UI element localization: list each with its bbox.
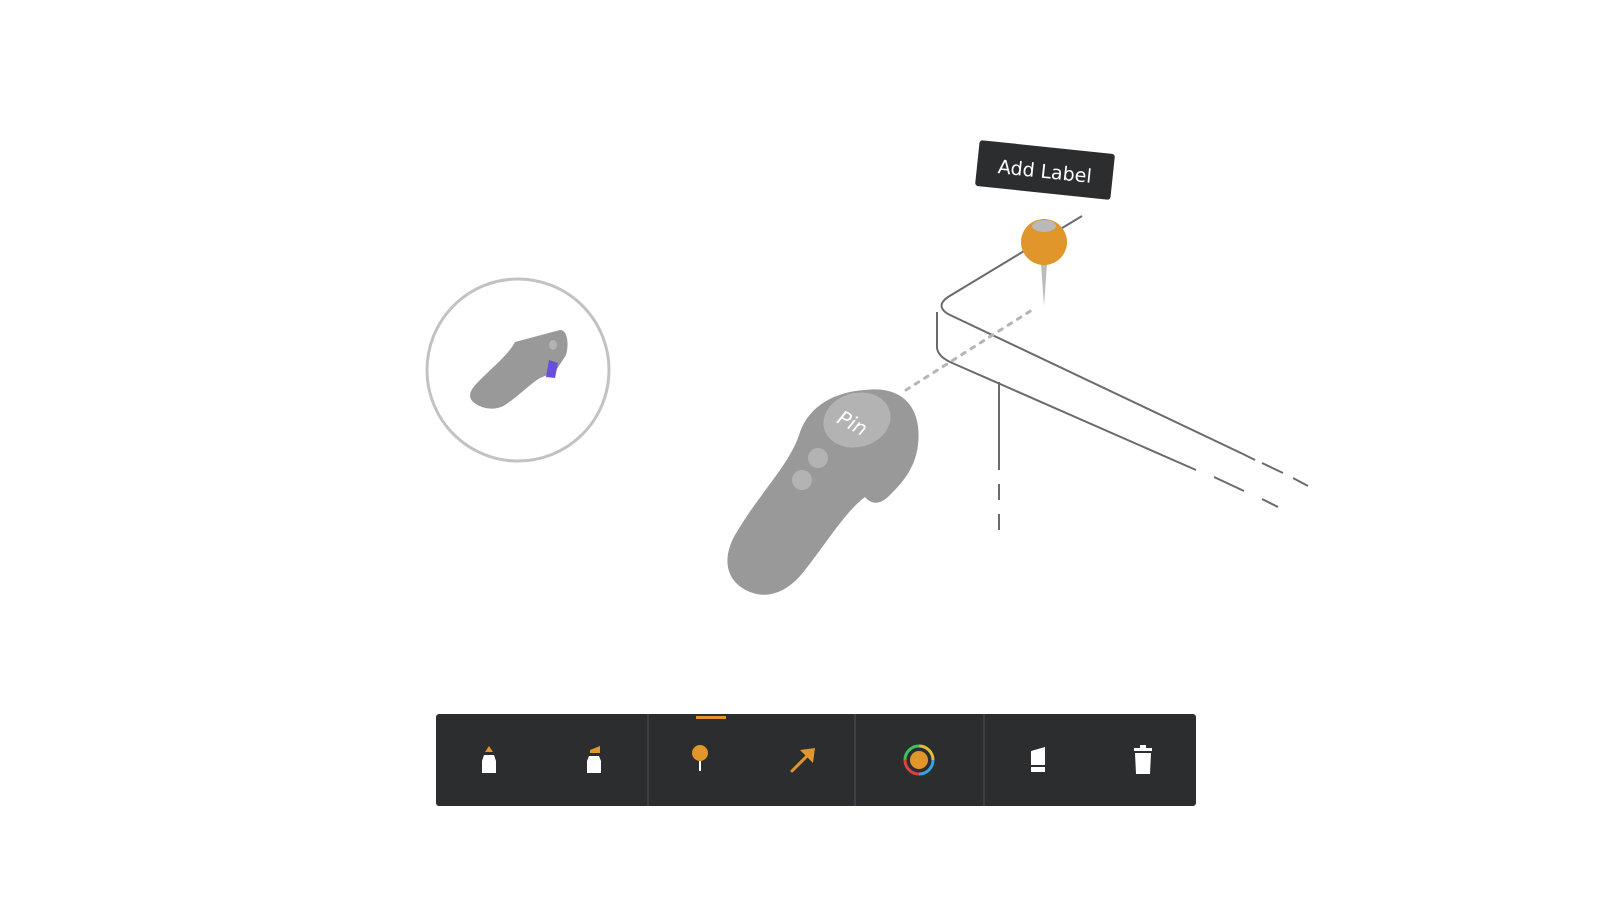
color-picker-tool-button[interactable] (899, 740, 939, 780)
arrow-tool-button[interactable] (783, 740, 823, 780)
toolbar-group-draw (436, 714, 647, 806)
toolbar-group-color (853, 714, 983, 806)
pointer-ray (904, 308, 1034, 392)
toolbar-group-markers (646, 714, 854, 806)
color-wheel-icon (903, 744, 935, 776)
trash-icon (1134, 745, 1153, 774)
highlighter-icon (587, 746, 602, 773)
table-outline (936, 215, 1309, 530)
toolbar-group-edit (983, 714, 1196, 806)
controller-button-2 (792, 470, 812, 490)
marker-icon (481, 746, 496, 773)
active-tool-indicator (695, 716, 726, 719)
controller-button-1 (808, 448, 828, 468)
add-label-tooltip[interactable]: Add Label (975, 140, 1115, 200)
annotation-toolbar (436, 714, 1196, 806)
controller-touchpad (823, 392, 891, 448)
highlighter-tool-button[interactable] (574, 740, 614, 780)
eraser-icon (1030, 747, 1045, 772)
pin-marker[interactable] (1021, 219, 1067, 306)
controller-side-view-inset (425, 277, 611, 463)
arrow-icon (790, 748, 815, 773)
marker-tool-button[interactable] (469, 740, 509, 780)
pin-icon (692, 745, 709, 771)
delete-tool-button[interactable] (1123, 740, 1163, 780)
vr-controller: Pin (727, 389, 919, 595)
pin-tool-button[interactable] (680, 740, 720, 780)
eraser-tool-button[interactable] (1018, 740, 1058, 780)
